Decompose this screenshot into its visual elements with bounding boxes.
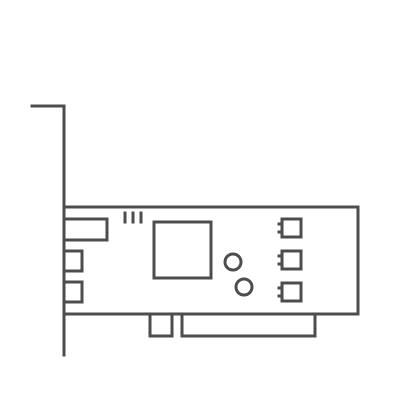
- bracket-port-top: [62, 217, 109, 242]
- bracket-port-bottom: [62, 280, 84, 304]
- bracket-port-middle: [62, 249, 84, 273]
- circuit-board: [62, 205, 360, 316]
- main-chip: [152, 220, 213, 280]
- mounting-bracket: [30, 104, 66, 357]
- capacitor-lower: [234, 277, 254, 297]
- edge-connector-key: [148, 312, 174, 338]
- component-right-2: [277, 249, 303, 271]
- capacitor-upper: [223, 252, 243, 272]
- component-right-3: [277, 281, 303, 303]
- component-right-1: [277, 217, 303, 239]
- edge-connector-main: [180, 312, 317, 338]
